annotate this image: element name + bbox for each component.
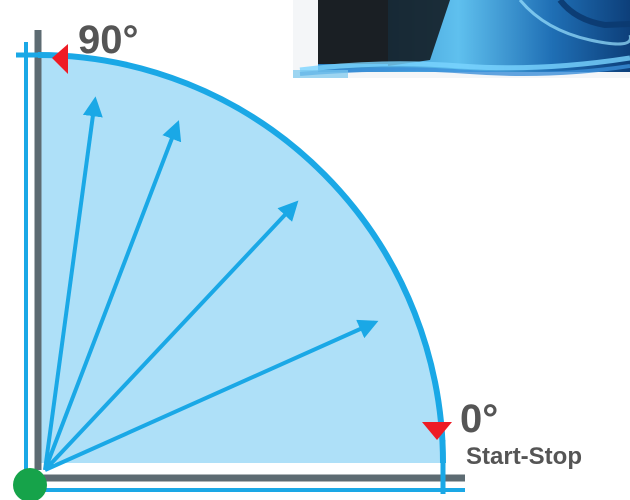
ray-group: [43, 96, 379, 472]
red-triangle-0-icon: [422, 422, 452, 440]
label-0-degrees: 0°: [460, 397, 498, 441]
quarter-arc: [37, 52, 446, 464]
origin-green-dot: [13, 468, 47, 500]
ray-arrow-2: [43, 200, 299, 472]
sector-fill: [38, 55, 443, 463]
ray-arrow-3: [43, 120, 182, 471]
label-start-stop: Start-Stop: [466, 443, 582, 470]
red-triangle-90-icon: [52, 44, 68, 74]
label-90-degrees: 90°: [78, 18, 139, 62]
ray-arrow-4: [43, 96, 103, 471]
inset-simulation-image: [293, 0, 630, 78]
ray-arrow-1: [44, 319, 379, 472]
